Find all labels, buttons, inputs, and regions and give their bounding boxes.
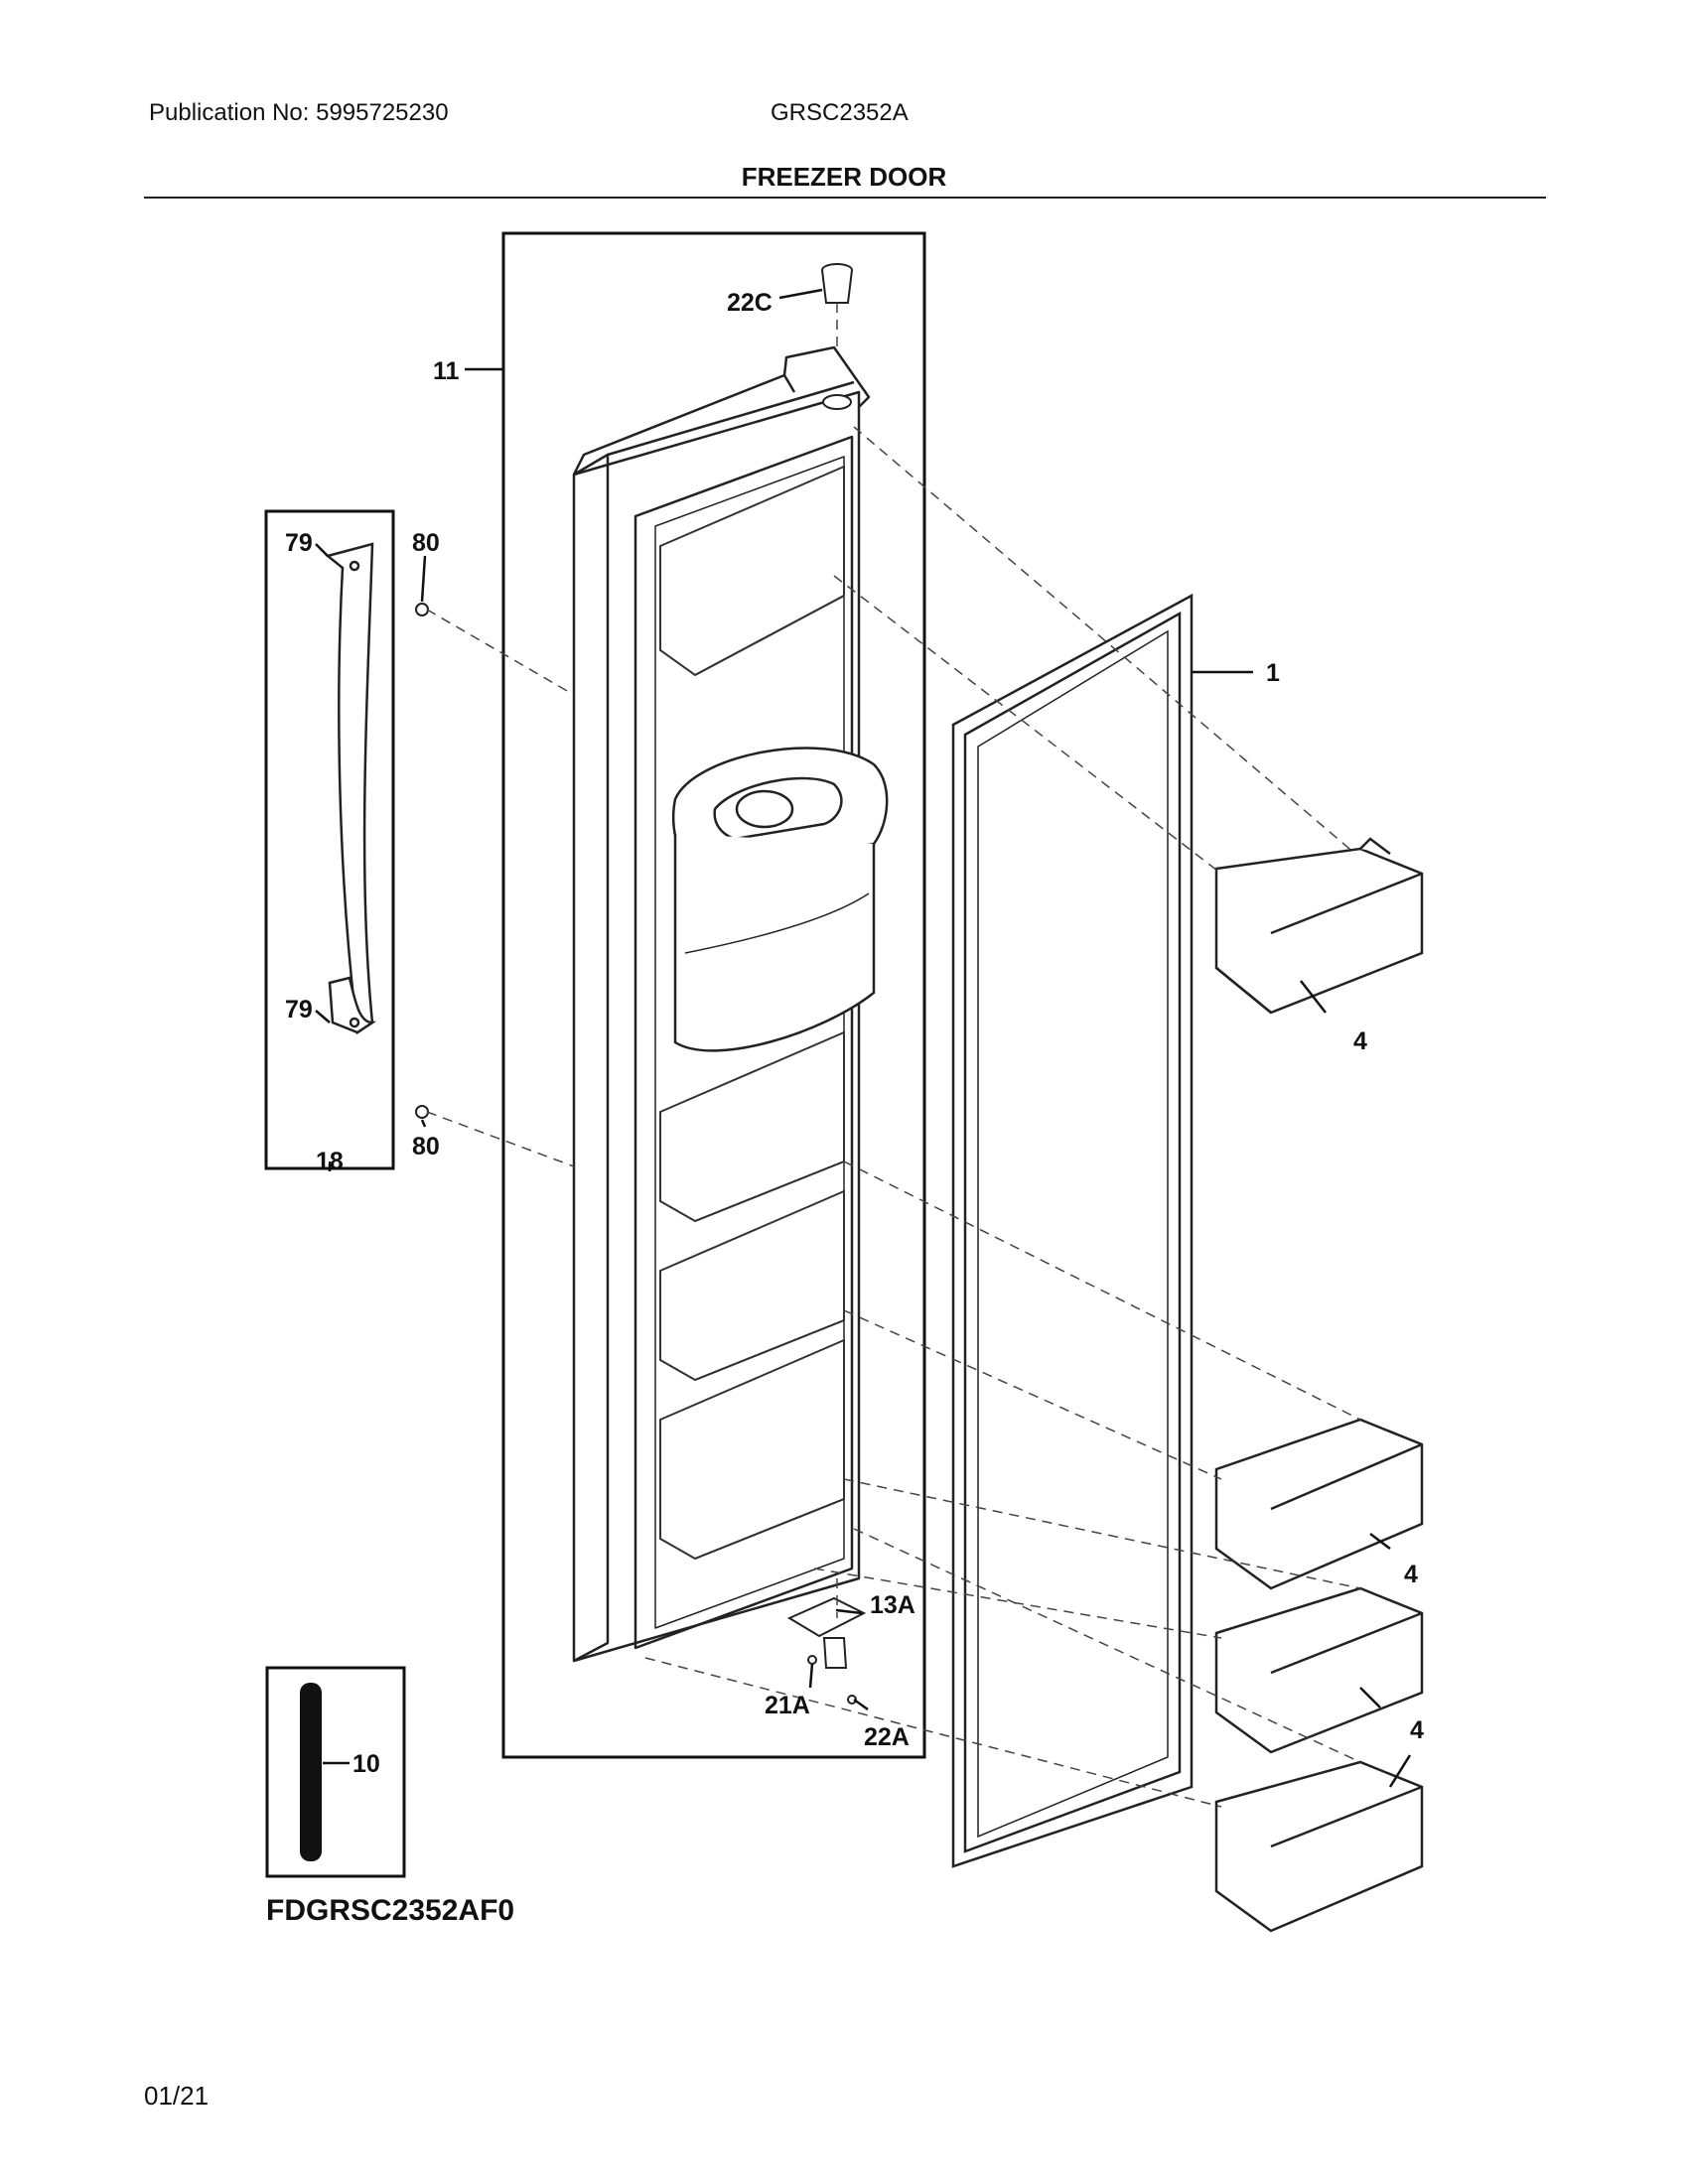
door-bin-3 xyxy=(1214,1586,1424,1754)
callout-22a: 22A xyxy=(864,1723,910,1751)
callout-4-bin1: 4 xyxy=(1353,1027,1367,1055)
bottom-hinge-hardware xyxy=(786,1596,867,1705)
dispenser-housing xyxy=(671,747,889,1052)
callout-18: 18 xyxy=(316,1148,344,1175)
callout-21a: 21A xyxy=(765,1692,810,1719)
callout-22c: 22C xyxy=(727,289,773,317)
page-date: 01/21 xyxy=(144,2081,210,2111)
diagram-code: FDGRSC2352AF0 xyxy=(266,1894,515,1927)
trim-strip xyxy=(300,1683,322,1861)
callout-11: 11 xyxy=(433,357,460,385)
callout-13a: 13A xyxy=(870,1591,915,1619)
callout-79-bottom: 79 xyxy=(285,996,313,1024)
publication-number: Publication No: 5995725230 xyxy=(149,99,449,126)
callout-79-top: 79 xyxy=(285,529,313,557)
callout-80-bottom: 80 xyxy=(412,1133,440,1160)
door-gasket xyxy=(951,593,1194,1868)
trim-box xyxy=(265,1666,406,1878)
page-title: FREEZER DOOR xyxy=(741,162,947,192)
door-bins xyxy=(1214,837,1424,1933)
callout-10: 10 xyxy=(352,1750,380,1778)
model-number: GRSC2352A xyxy=(771,99,909,126)
door-liner-shelves xyxy=(659,465,845,1561)
door-bin-1 xyxy=(1214,837,1424,1015)
handle-screws xyxy=(415,603,429,1119)
door-assembly-box xyxy=(501,231,926,1759)
callout-4-bin2: 4 xyxy=(1404,1561,1418,1588)
callout-1: 1 xyxy=(1266,659,1280,687)
door-handle xyxy=(325,542,377,1035)
explosion-lines xyxy=(426,303,1361,1808)
callout-80-top: 80 xyxy=(412,529,440,557)
callout-4-bin3: 4 xyxy=(1410,1716,1424,1744)
handle-box xyxy=(264,509,395,1170)
header-rule xyxy=(144,197,1546,199)
door-bin-2 xyxy=(1214,1418,1424,1590)
callout-leaders xyxy=(315,288,1412,1788)
